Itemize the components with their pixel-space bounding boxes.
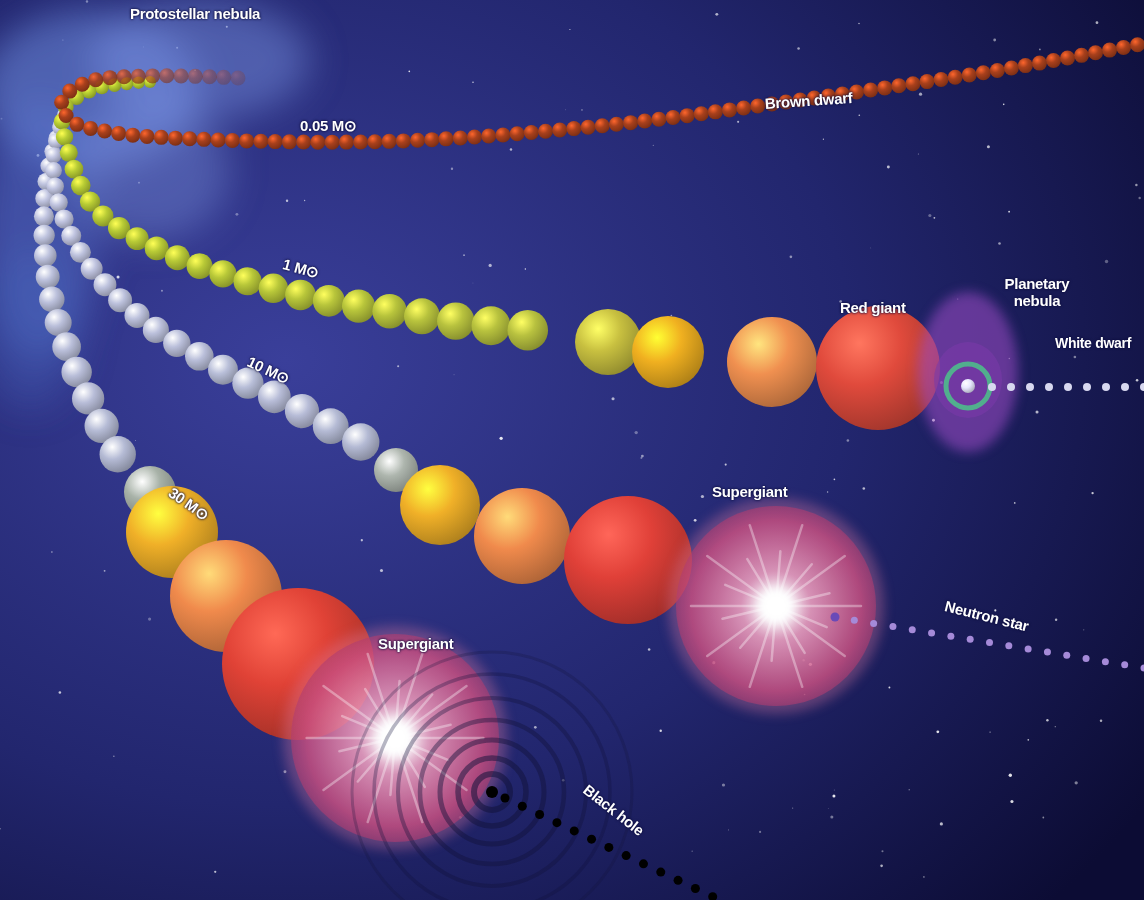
- track-30: [34, 118, 136, 472]
- track-10-stars: [374, 448, 692, 624]
- protostellar-nebula: [0, 0, 310, 410]
- planetary-nebula: [918, 292, 1018, 452]
- stage-label: Supergiant: [378, 636, 453, 653]
- stage-label: 1 M⊙: [281, 256, 321, 281]
- stage-label: Protostellar nebula: [130, 6, 260, 23]
- star-field: [0, 0, 1141, 877]
- stage-label: Black hole: [580, 782, 647, 839]
- track-brown: [54, 35, 1144, 150]
- stage-label: Planetary nebula: [1000, 276, 1074, 309]
- black-hole: [352, 652, 632, 900]
- stage-label: Neutron star: [943, 598, 1030, 635]
- stage-label: Supergiant: [712, 484, 787, 501]
- track-1: [54, 76, 548, 350]
- stage-label: Brown dwarf: [764, 90, 852, 113]
- track-1-stars: [575, 306, 940, 430]
- white-dwarf: [961, 379, 975, 393]
- supergiant-explosion: [668, 498, 884, 714]
- stage-label: White dwarf: [1055, 336, 1131, 351]
- stage-label: 10 M⊙: [245, 354, 293, 388]
- stage-label: 0.05 M⊙: [300, 118, 357, 135]
- track-10: [45, 108, 379, 461]
- stage-label: Red giant: [840, 300, 906, 317]
- white-dwarf-path: [988, 383, 1144, 391]
- supergiant-explosion: [283, 626, 507, 850]
- stage-label: 30 M⊙: [165, 484, 211, 523]
- neutron-star: [831, 613, 840, 622]
